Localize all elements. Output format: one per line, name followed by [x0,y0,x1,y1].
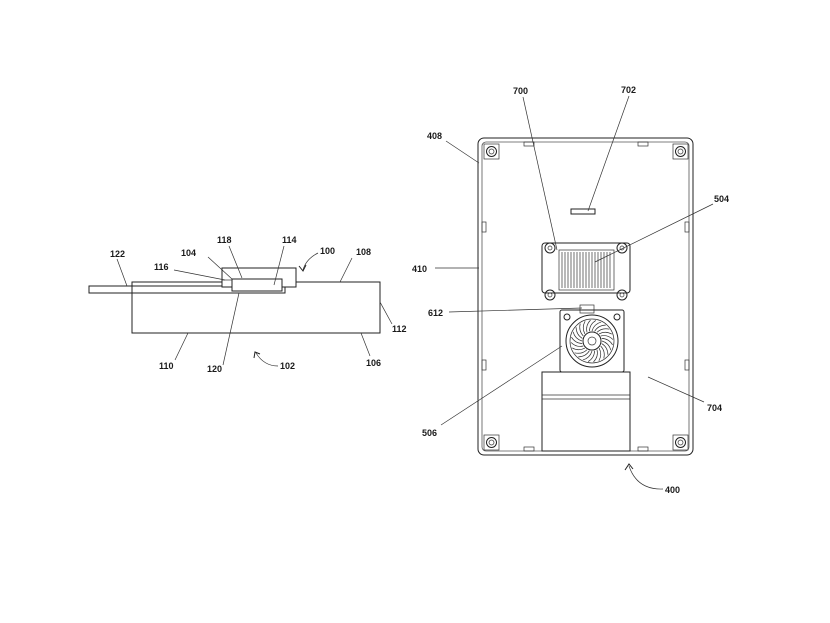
fan-blade [579,323,584,337]
fan-blade [589,320,597,332]
top-view-enclosure [477,137,694,456]
fan-blade [571,336,583,344]
fan-blade [598,347,602,361]
label-702: 702 [621,85,636,95]
label-104: 104 [181,248,196,258]
fan-blade [572,347,586,351]
fan-blade [600,335,614,340]
label-112: 112 [392,324,407,334]
fan-blade [601,340,612,351]
label-110: 110 [159,361,174,371]
label-106: 106 [366,358,381,368]
top-strip [88,285,286,294]
fan-blade [593,349,598,363]
label-408: 408 [427,131,442,141]
fan-blade [582,350,593,361]
right-leaders [435,95,714,490]
side-view-device [88,267,381,334]
label-120: 120 [207,364,222,374]
housing-outer [477,137,694,456]
label-118: 118 [217,235,232,245]
label-102: 102 [280,361,295,371]
corner-screws [483,143,689,451]
inner-component [231,278,283,292]
label-114: 114 [282,235,297,245]
fan-blade [598,331,612,335]
label-704: 704 [707,403,722,413]
label-122: 122 [110,249,125,259]
fan-blade [587,350,595,362]
wall-tabs [481,141,690,452]
label-506: 506 [422,428,437,438]
fan-blade [596,328,610,333]
housing-inner [481,141,690,452]
fan-blade [586,319,591,333]
fan-blade [601,338,613,346]
module-704 [541,371,631,452]
label-108: 108 [356,247,371,257]
fan-blade [578,350,590,358]
fan-blade [570,342,584,347]
fan-blade [601,343,609,355]
label-100: 100 [320,246,335,256]
connector-702 [570,208,596,215]
fan-blade [575,327,583,339]
label-400: 400 [665,485,680,495]
fan-blade [582,321,586,335]
fan-blade [574,349,588,354]
fan-blade [591,321,602,332]
label-504: 504 [714,194,729,204]
fan-blade [572,331,583,342]
label-700: 700 [513,86,528,96]
label-410: 410 [412,264,427,274]
fan-assembly [559,304,625,373]
label-116: 116 [154,262,169,272]
label-612: 612 [428,308,443,318]
left-leaders [116,245,393,367]
fan-blade [600,345,605,359]
fan-blade [594,324,606,332]
heat-sink [541,242,631,301]
